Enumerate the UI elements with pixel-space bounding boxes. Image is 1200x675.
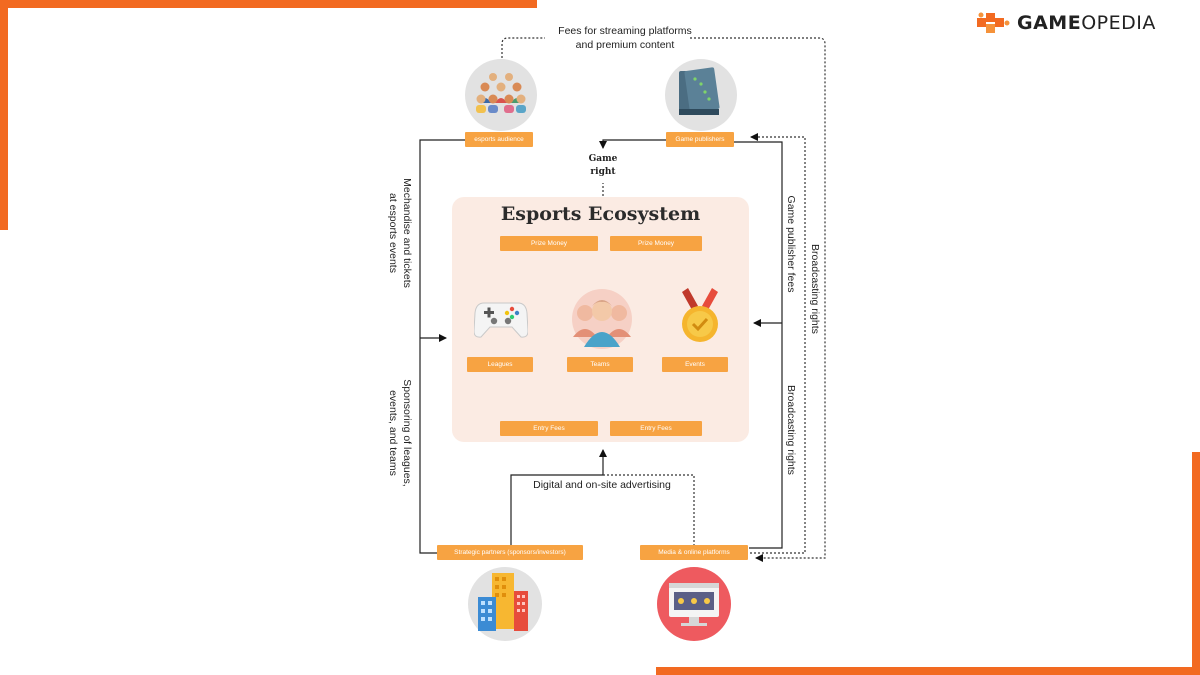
ecosystem-title: Esports Ecosystem [500, 203, 701, 225]
logo-text-bold: GAME [1017, 12, 1082, 34]
publishers-icon [665, 59, 737, 131]
prize-money-right: Prize Money [610, 236, 702, 251]
merchandise-line2: at esports events [387, 193, 399, 273]
merchandise-label: Mechandise and tickets at esports events [386, 178, 414, 288]
broadcasting-rights-inner-label: Broadcasting rights [785, 385, 797, 475]
buildings-icon [468, 567, 542, 641]
publishers-node: Game publishers [666, 132, 734, 147]
streaming-fees-line2: and premium content [575, 39, 675, 51]
right-flow-line [734, 141, 783, 549]
sponsoring-line1: Sponsoring of leagues, [401, 379, 413, 487]
publisher-fees-label: Game publisher fees [785, 195, 797, 293]
audience-node: esports audience [465, 132, 533, 147]
accent-bar-left [0, 0, 8, 230]
accent-bar-top-left [0, 0, 537, 8]
game-right-label: Game right [578, 153, 628, 179]
broadcasting-rights-outer-label: Broadcasting rights [809, 244, 821, 334]
medal-icon [678, 288, 722, 344]
advertising-arrow [510, 449, 607, 545]
accent-bar-right [1192, 452, 1200, 675]
sponsors-node: Strategic partners (sponsors/investors) [437, 545, 583, 560]
game-right-line1: Game [588, 154, 618, 164]
puzzle-logo-icon [977, 12, 1010, 33]
sponsoring-line2: events, and teams [387, 390, 399, 476]
audience-icon [465, 59, 537, 131]
streaming-fees-label: Fees for streaming platforms and premium… [520, 24, 730, 52]
accent-bar-bottom-right [656, 667, 1200, 675]
teams-icon [570, 289, 634, 349]
entry-fees-left: Entry Fees [500, 421, 598, 436]
gameopedia-logo[interactable]: GAMEOPEDIA [975, 10, 1156, 36]
teams-node: Teams [567, 357, 633, 372]
entry-fees-right: Entry Fees [610, 421, 702, 436]
top-dotted-right [690, 37, 826, 562]
advertising-label: Digital and on-site advertising [533, 479, 671, 491]
game-right-arrow [599, 139, 666, 149]
advertising-dotted [603, 474, 695, 545]
logo-text: GAMEOPEDIA [1017, 12, 1156, 34]
events-node: Events [662, 357, 728, 372]
monitor-icon [657, 567, 731, 641]
left-flow-line [419, 139, 466, 554]
leagues-node: Leagues [467, 357, 533, 372]
logo-text-light: OPEDIA [1081, 12, 1156, 34]
game-right-line2: right [590, 167, 616, 177]
media-node: Media & online platforms [640, 545, 748, 560]
broadcasting-inner-dotted [746, 133, 806, 554]
prize-money-left: Prize Money [500, 236, 598, 251]
sponsoring-label: Sponsoring of leagues, events, and teams [386, 379, 414, 486]
controller-icon [474, 297, 528, 339]
streaming-fees-line1: Fees for streaming platforms [558, 25, 692, 37]
merchandise-line1: Mechandise and tickets [401, 178, 413, 288]
